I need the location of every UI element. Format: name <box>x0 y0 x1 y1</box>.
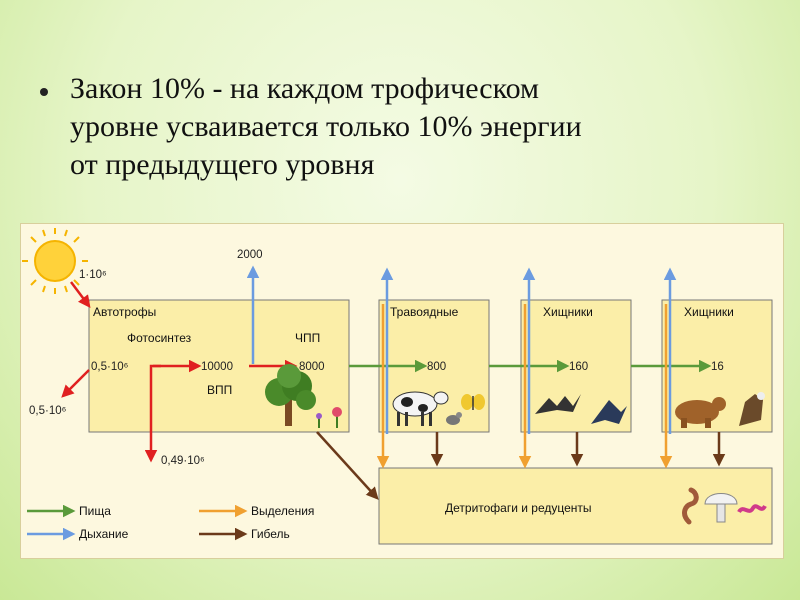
reflected-value: 0,5·10⁶ <box>29 405 67 417</box>
predators-1-title: Хищники <box>543 305 593 319</box>
eagle-icon <box>739 392 765 426</box>
worm-icon <box>682 487 699 525</box>
bat-icon <box>535 394 581 414</box>
npp-label: ЧПП <box>295 331 320 345</box>
autotrophs-title: Автотрофы <box>93 305 156 319</box>
tree-icon <box>265 364 316 426</box>
predators-1-value: 160 <box>569 361 588 373</box>
mushroom-icon <box>704 493 738 523</box>
mold-icon <box>737 504 767 514</box>
detritus-label: Детритофаги и редуценты <box>445 501 592 515</box>
herbivores-title: Травоядные <box>390 305 459 319</box>
legend-respiration-label: Дыхание <box>79 527 129 541</box>
gpp-label: ВПП <box>207 383 232 397</box>
butterfly-icon <box>461 394 485 410</box>
predators-2-title: Хищники <box>684 305 734 319</box>
sun-arrow <box>70 281 91 308</box>
bird-icon <box>591 400 627 424</box>
gpp-value: 10000 <box>201 361 233 373</box>
sun-icon <box>22 228 88 294</box>
diagram-svg: 1·10⁶ Автотрофы Фотосинтез ЧПП 0,5·10⁶ 1… <box>22 228 773 545</box>
energy-flow-diagram: 1·10⁶ Автотрофы Фотосинтез ЧПП 0,5·10⁶ 1… <box>20 223 784 559</box>
photo-value: 0,5·10⁶ <box>91 361 129 373</box>
respiration-value: 2000 <box>237 249 263 261</box>
detritus-box <box>378 467 773 545</box>
legend-food-label: Пища <box>79 504 111 518</box>
flower-icon <box>316 407 342 428</box>
lost-value: 0,49·10⁶ <box>161 455 205 467</box>
legend-death-label: Гибель <box>251 527 290 541</box>
bullet-item: Закон 10% - на каждом трофическом уровне… <box>40 70 760 184</box>
photosynthesis-label: Фотосинтез <box>127 331 192 345</box>
predators-2-value: 16 <box>711 361 724 373</box>
legend-excretion-label: Выделения <box>251 504 314 518</box>
cow-icon <box>392 391 449 426</box>
lost-arrow <box>144 364 161 463</box>
bullet-dot <box>40 88 48 96</box>
herbivores-value: 800 <box>427 361 446 373</box>
sun-input-label: 1·10⁶ <box>79 269 107 281</box>
npp-value: 8000 <box>299 361 325 373</box>
reflected-arrow <box>61 369 90 398</box>
bear-icon <box>675 397 726 428</box>
mouse-icon <box>446 412 462 425</box>
autotrophs-box <box>88 299 350 433</box>
bullet-text: Закон 10% - на каждом трофическом уровне… <box>70 72 582 181</box>
death-arrow-autotrophs <box>316 431 379 500</box>
